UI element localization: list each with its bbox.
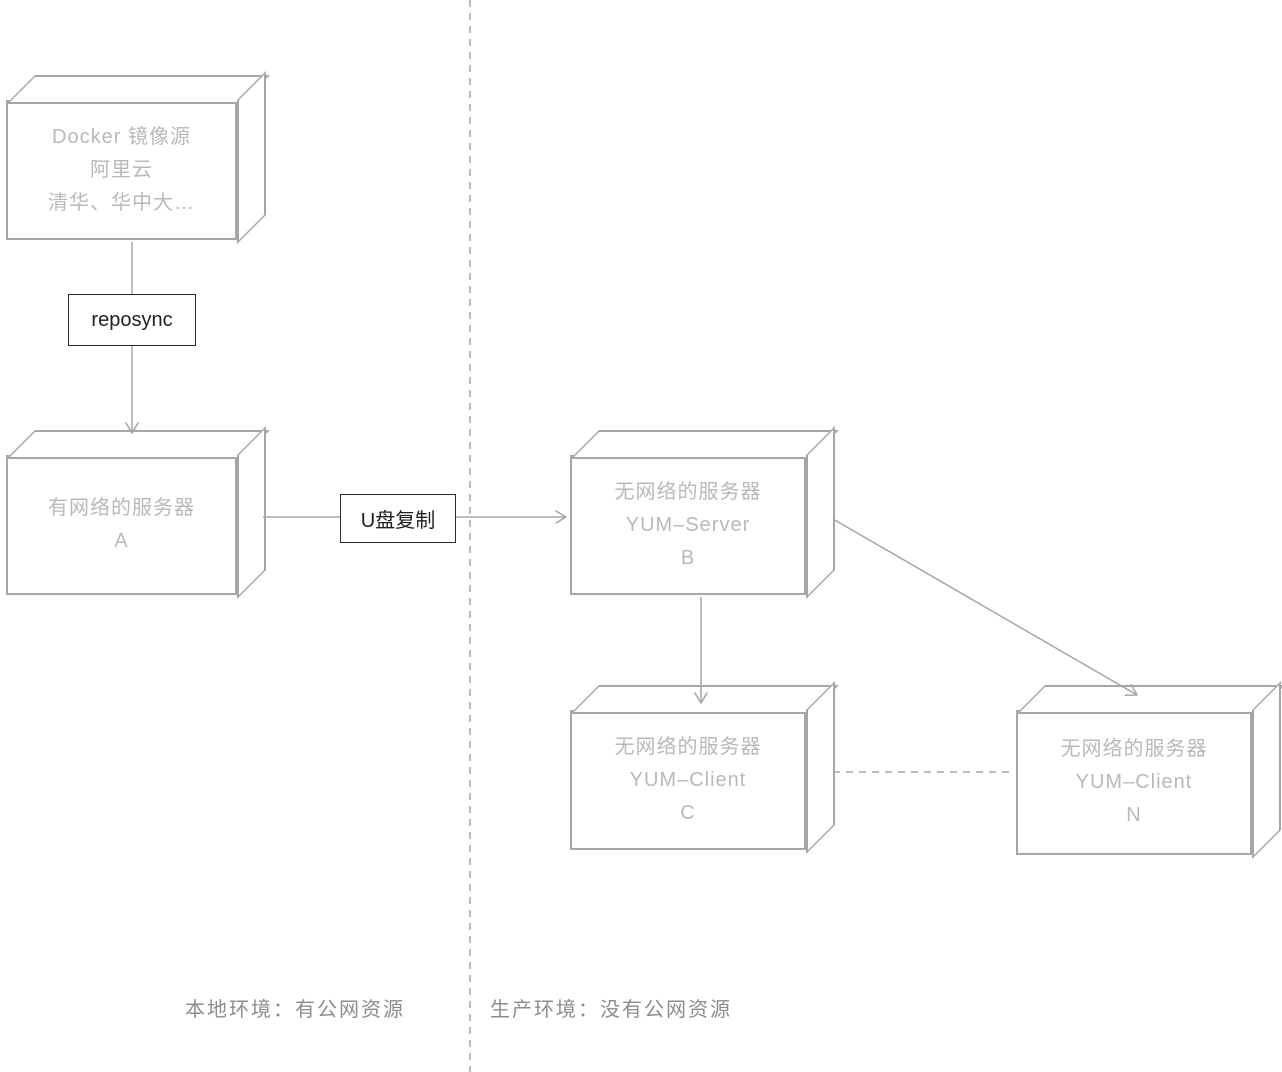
footer-production-environment-label: 生产环境：没有公网资源 <box>490 999 732 1021</box>
node-text-line: 有网络的服务器 <box>48 497 195 519</box>
footer-local-environment-label: 本地环境：有公网资源 <box>185 999 405 1021</box>
node-text-line: N <box>1126 804 1142 826</box>
node-text-line: A <box>114 530 129 552</box>
node-server-a: 有网络的服务器 A <box>6 455 237 595</box>
node-text-line: C <box>680 801 696 824</box>
node-text-line: 无网络的服务器 <box>614 735 762 758</box>
node-text-line: 无网络的服务器 <box>1060 738 1208 760</box>
node-yum-client-n: 无网络的服务器 YUM–Client N <box>1016 710 1252 855</box>
node-yum-client-c: 无网络的服务器 YUM–Client C <box>570 710 806 850</box>
node-docker-mirror-source: Docker 镜像源 阿里云 清华、华中大… <box>6 100 237 240</box>
node-text-line: 阿里云 <box>90 158 153 181</box>
node-text-line: 清华、华中大… <box>48 191 195 214</box>
node-text-line: YUM–Client <box>1075 771 1193 793</box>
node-text-line: YUM–Server <box>625 513 751 536</box>
node-text-line: YUM–Client <box>629 768 747 791</box>
connector-yum-server-b-to-client-n <box>832 518 1138 696</box>
node-text-line: 无网络的服务器 <box>614 480 762 503</box>
edge-label-usb-copy: U盘复制 <box>340 494 456 543</box>
node-text-line: Docker 镜像源 <box>52 125 191 148</box>
edge-label-reposync: reposync <box>68 294 196 346</box>
node-yum-server-b: 无网络的服务器 YUM–Server B <box>570 455 806 595</box>
node-text-line: B <box>680 546 696 569</box>
